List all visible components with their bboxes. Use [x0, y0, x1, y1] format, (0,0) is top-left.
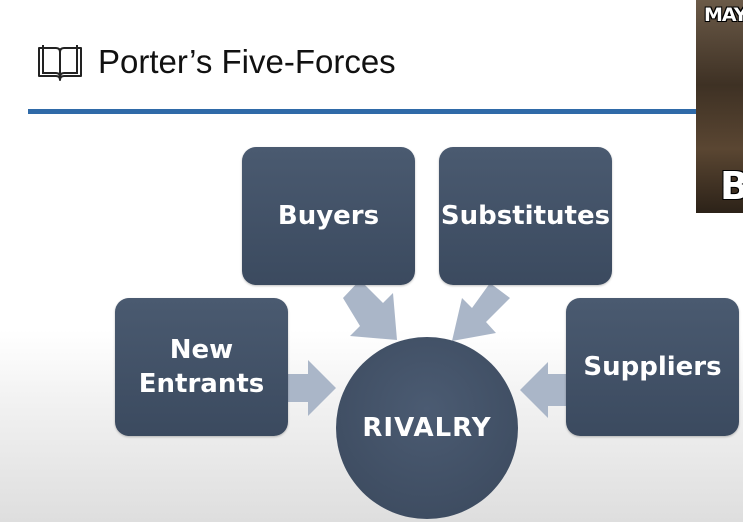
arrow-substitutes-to-rivalry: [452, 283, 510, 341]
open-book-icon: [38, 45, 82, 81]
arrow-buyers-to-rivalry: [343, 280, 397, 340]
force-box-new-entrants: New Entrants: [115, 298, 288, 436]
force-box-suppliers: Suppliers: [566, 298, 739, 436]
rivalry-label: RIVALRY: [362, 413, 492, 443]
inset-bottom-text: B: [720, 164, 743, 208]
force-label-buyers: Buyers: [277, 201, 380, 231]
force-label-suppliers: Suppliers: [583, 352, 722, 382]
slide-title: Porter’s Five-Forces: [36, 40, 396, 84]
arrow-new-entrants-to-rivalry: [288, 360, 336, 416]
rivalry-circle: RIVALRY: [336, 337, 518, 519]
force-label-new-entrants-line1: New: [169, 335, 234, 365]
force-box-buyers: Buyers: [242, 147, 415, 285]
force-box-substitutes: Substitutes: [439, 147, 612, 285]
title-rule: [28, 109, 743, 114]
force-label-new-entrants-line2: Entrants: [138, 369, 265, 399]
page-title: Porter’s Five-Forces: [98, 43, 396, 80]
arrow-suppliers-to-rivalry: [520, 362, 567, 418]
force-label-substitutes: Substitutes: [440, 201, 611, 231]
inset-meme-photo: MAY B: [696, 0, 743, 213]
inset-top-text: MAY: [704, 4, 743, 26]
